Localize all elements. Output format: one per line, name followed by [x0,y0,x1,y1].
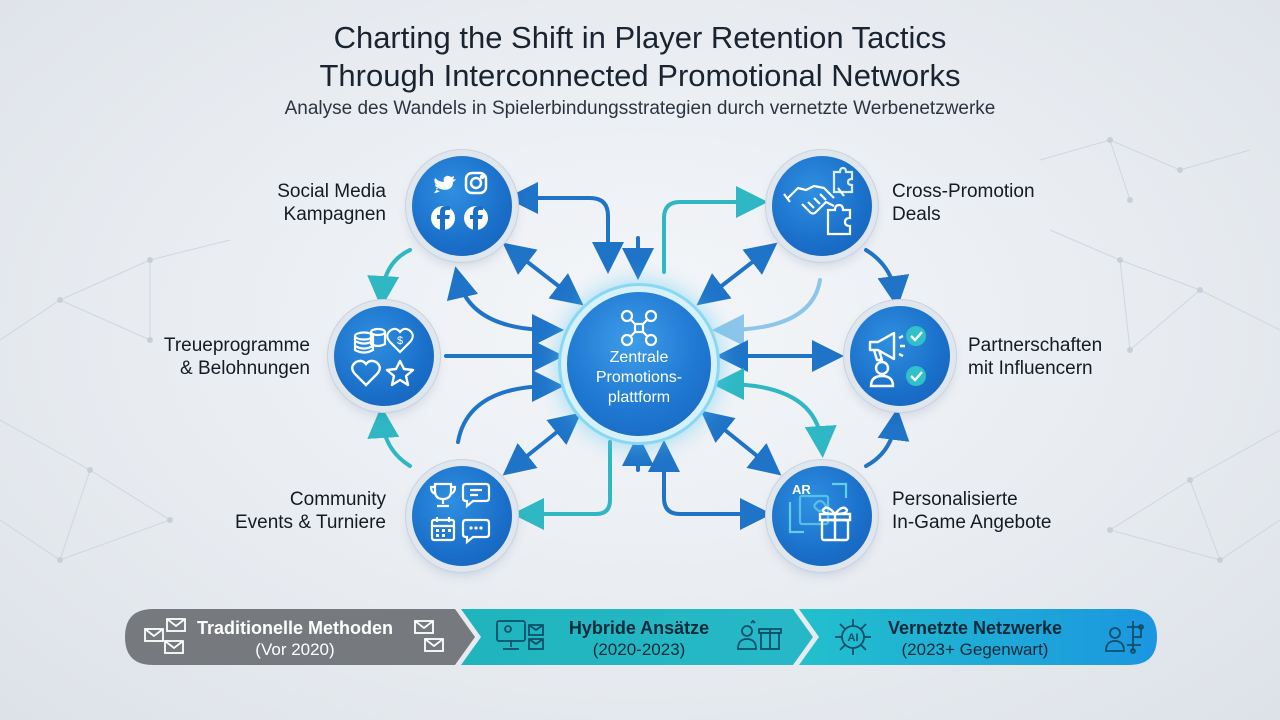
ar-icon: AR [788,482,848,534]
node-influencer-partnerships[interactable] [850,306,950,406]
arrow-social-hub-curve [446,266,564,346]
ai-text: AI [848,632,859,644]
stage-hybrid-period: (2020-2023) [592,640,686,659]
page-title-line-2: Through Interconnected Promotional Netwo… [319,58,961,93]
label-influencer-line-1: Partnerschaften [968,335,1103,356]
arrow-social-to-loyalty [367,248,412,308]
check-icon [906,366,926,386]
arrow-hub-ingame-diagonal [700,410,782,476]
community-icons [429,482,491,545]
arrow-crosspromo-hub-curve [712,278,822,346]
label-social-media: Social Media Kampagnen [214,180,386,226]
person-icon [869,360,895,388]
arrow-social-hub-diagonal [502,242,584,306]
heart-dollar-icon: $ [386,327,414,354]
node-cross-promotion[interactable] [772,156,872,256]
heart-icon [351,359,381,387]
central-promotion-hub[interactable]: Zentrale Promotions- plattform [567,292,711,436]
node-ingame-offers[interactable]: AR [772,466,872,566]
arrow-crosspromo-hub-diagonal [696,242,778,306]
megaphone-icon [868,331,905,362]
timeline-stage-1-shape [125,609,475,665]
hub-label-line-3: plattform [607,389,671,406]
label-ingame-line-1: Personalisierte [892,489,1018,510]
star-icon [385,359,415,387]
gift-icon [818,506,852,542]
envelope-icon [144,618,186,654]
puzzle-icon [826,166,854,236]
label-influencer-partnerships: Partnerschaften mit Influencern [968,334,1168,380]
label-loyalty-line-1: Treueprogramme [163,335,310,356]
arrow-crosspromo-to-influencer [864,248,910,308]
trophy-icon [429,482,457,508]
facebook-icon [431,206,455,230]
person-gift-icon [737,619,782,650]
monitor-icon [496,620,544,650]
label-cross-promotion: Cross-Promotion Deals [892,180,1092,226]
timeline-stage-traditional: Traditionelle Methoden (Vor 2020) [125,609,465,665]
cross-promotion-icons [783,166,854,236]
stage-networked-title: Vernetzte Netzwerke [887,618,1063,638]
social-media-icons [431,171,488,230]
ar-text: AR [792,482,811,497]
arrow-hub-influencer-curve [712,368,837,458]
chat-icon [461,482,491,509]
timeline-stage-hybrid: Hybride Ansätze (2020-2023) [481,609,801,665]
label-influencer-line-2: mit Influencern [968,358,1093,379]
label-social-media-line-1: Social Media [277,181,386,202]
arrow-social-to-hub [506,182,624,274]
node-community-events[interactable] [412,466,512,566]
timeline-background [125,609,1157,665]
label-community-line-2: Events & Turniere [234,512,386,533]
label-crosspromo-line-2: Deals [892,204,941,225]
arrow-community-to-loyalty [367,406,412,468]
hub-label-line-2: Promotions- [595,369,683,386]
arrow-ingame-to-hub [648,440,772,530]
stage-traditional-title: Traditionelle Methoden [196,618,393,638]
page-subtitle: Analyse des Wandels in Spielerbindungsst… [284,98,996,119]
label-community-line-1: Community [289,489,386,510]
arrow-community-hub-diagonal [502,412,582,476]
evolution-timeline: Traditionelle Methoden (Vor 2020) Hybrid… [125,609,1157,665]
svg-text:$: $ [397,335,403,347]
timeline-stage-networked: AI Vernetzte Netzwerke (2023+ Gegenwart) [819,609,1157,665]
label-ingame-line-2: In-Game Angebote [892,512,1052,533]
network-person-icon [1105,621,1144,654]
arrow-community-hub-curve [456,370,564,444]
hub-label: Zentrale Promotions- plattform [577,348,701,408]
loyalty-icons: $ [351,327,415,387]
network-icon [620,309,658,347]
stage-traditional-period: (Vor 2020) [255,640,335,659]
arrow-hub-to-community [512,440,612,530]
node-social-media[interactable] [412,156,512,256]
influencer-icons [868,326,926,388]
envelope-icon [414,620,444,652]
hub-label-line-1: Zentrale [609,349,669,366]
label-crosspromo-line-1: Cross-Promotion [892,181,1035,202]
instagram-icon [464,171,488,195]
calendar-icon [430,517,456,542]
coins-icon [353,327,387,354]
chat-icon [461,518,491,545]
ingame-offer-icons: AR [788,482,852,542]
label-social-media-line-2: Kampagnen [283,204,386,225]
check-icon [906,326,926,346]
stage-networked-period: (2023+ Gegenwart) [901,640,1049,659]
arrow-ingame-to-influencer [864,408,910,468]
timeline-stage-2-shape [461,609,813,665]
timeline-stage-3-shape [799,609,1157,665]
stage-hybrid-title: Hybride Ansätze [568,618,710,638]
label-ingame-offers: Personalisierte In-Game Angebote [892,488,1102,534]
node-loyalty-programs[interactable]: $ [334,306,434,406]
twitter-icon [434,175,456,193]
label-loyalty-line-2: & Belohnungen [180,358,310,379]
ai-icon: AI [835,619,871,655]
label-community-events: Community Events & Turniere [190,488,386,534]
facebook-icon [464,206,488,230]
page-title: Charting the Shift in Player Retention T… [333,20,947,55]
label-loyalty-programs: Treueprogramme & Belohnungen [110,334,310,380]
arrow-hub-to-crosspromo [662,186,768,274]
